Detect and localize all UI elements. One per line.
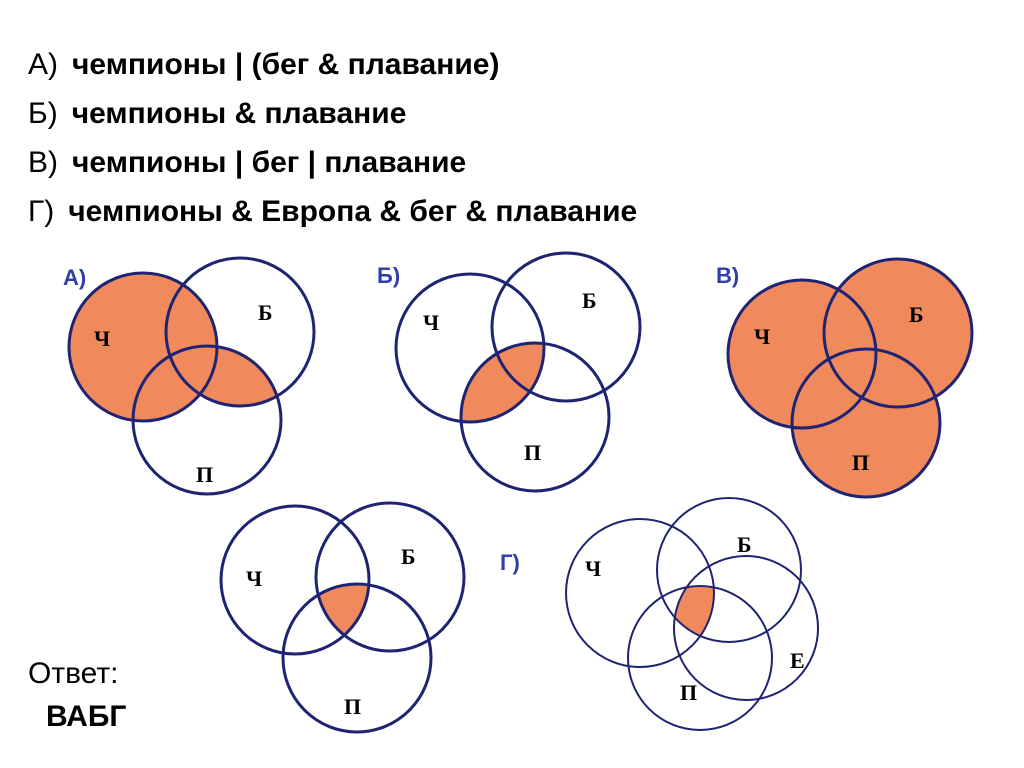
diagram-a-tag: А) [63,265,86,290]
diagram-a-circle-p [131,344,283,496]
diagram-b-tag: Б) [377,263,400,288]
statement-a-expr: чемпионы | (бег & плавание) [72,48,500,81]
statement-b-expr: чемпионы & плавание [71,97,407,130]
diagram-g-label-p: П [680,680,697,705]
diagram-b-circles [394,251,642,493]
diagram-g-step-circles [219,501,466,734]
diagram-g-step-label-p: П [344,694,361,719]
diagram-g-step-circle-b [314,501,466,653]
diagram-a-label-p: П [196,462,213,487]
diagram-g-circle-ch [565,518,715,668]
diagram-g-circle-p [627,585,773,731]
diagram-b-label-b: Б [582,288,597,313]
statement-g-label: Г) [28,195,55,228]
diagram-g-step-label-b: Б [401,544,416,569]
diagram-g-step-circle-ch [219,504,371,656]
diagram-a-fill-ch [69,273,217,421]
diagram-g-step-label-ch: Ч [246,566,262,591]
diagram-a-label-ch: Ч [94,326,110,351]
diagram-g-circle-b [656,497,802,643]
diagram-v-circle-b [822,257,974,409]
diagram-g-step: Ч Б П [219,501,466,734]
diagram-v-label-ch: Ч [754,324,770,349]
statement-v-expr: чемпионы | бег | плавание [72,146,467,179]
diagram-g: Г) Ч Б П Е [500,497,819,731]
diagram-g-step-circle-p [281,582,433,734]
statement-v: В) чемпионы | бег | плавание [28,146,466,180]
statement-a: А) чемпионы | (бег & плавание) [28,48,499,82]
answer-value: ВАБГ [46,700,127,733]
diagram-b-circle-p [459,341,611,493]
statement-b-label: Б) [28,97,58,130]
statement-b: Б) чемпионы & плавание [28,97,406,131]
diagram-v: В) Ч Б П [716,257,974,499]
diagram-b-circle-ch [394,272,546,424]
statement-g: Г) чемпионы & Европа & бег & плавание [28,195,637,229]
answer-label: Ответ: [28,657,119,690]
diagram-g-circle-e [673,555,819,701]
diagram-a: А) Ч Б П [63,256,316,496]
diagram-b-label-p: П [524,440,541,465]
diagram-g-label-b: Б [737,532,752,557]
diagram-a-label-b: Б [258,300,273,325]
diagram-v-circle-p [790,347,942,499]
diagram-g-clip-ch [674,586,714,642]
diagram-v-fill-p [792,349,940,497]
diagram-g-fill-all [674,586,714,642]
statement-v-label: В) [28,146,58,179]
diagram-g-clip-b [674,586,714,642]
diagram-v-fill [728,259,972,497]
diagram-g-circles [565,497,819,731]
diagram-g-clip-p [674,586,714,642]
diagram-v-label-b: Б [909,302,924,327]
diagram-a-circle-b [164,256,316,408]
diagram-b: Б) Ч Б П [377,251,642,493]
diagram-v-circles [726,257,974,499]
diagram-g-label-ch: Ч [585,556,601,581]
diagram-g-label-e: Е [790,648,805,673]
diagram-b-label-ch: Ч [423,310,439,335]
diagram-v-circle-ch [726,278,878,430]
statement-a-label: А) [28,48,58,81]
diagram-a-circles [67,256,316,496]
statement-g-expr: чемпионы & Европа & бег & плавание [68,195,638,228]
diagram-v-label-p: П [852,450,869,475]
diagram-g-tag: Г) [500,550,520,575]
diagram-b-circle-b [490,251,642,403]
diagram-v-tag: В) [716,263,739,288]
